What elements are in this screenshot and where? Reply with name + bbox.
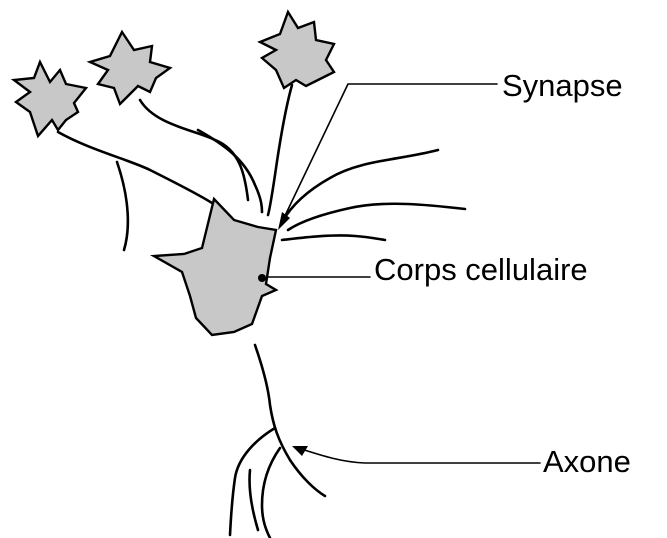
- dendrite-5: [268, 85, 292, 215]
- axon-branch-3: [249, 470, 258, 530]
- dendrite-3: [140, 100, 248, 200]
- dendrite-2: [117, 162, 128, 250]
- dendrite-1: [58, 132, 215, 205]
- dendrite-8: [282, 235, 385, 240]
- axon-branch-2: [262, 448, 280, 538]
- dendrite-7: [288, 204, 465, 230]
- nucleus: [258, 274, 266, 282]
- axon-leader-line: [295, 447, 540, 463]
- cell-body: [154, 199, 276, 335]
- synapse-terminal-middle: [90, 32, 170, 104]
- synapse-terminal-left: [14, 62, 86, 136]
- dendrite-6: [282, 150, 438, 222]
- synapse-label: Synapse: [502, 70, 623, 101]
- synapse-terminal-right: [260, 12, 334, 88]
- axon-main: [255, 345, 325, 496]
- axon-label: Axone: [543, 446, 631, 477]
- cell-body-label: Corps cellulaire: [374, 254, 588, 285]
- axon-branch-1: [230, 428, 275, 535]
- synapse-leader-line: [282, 84, 497, 222]
